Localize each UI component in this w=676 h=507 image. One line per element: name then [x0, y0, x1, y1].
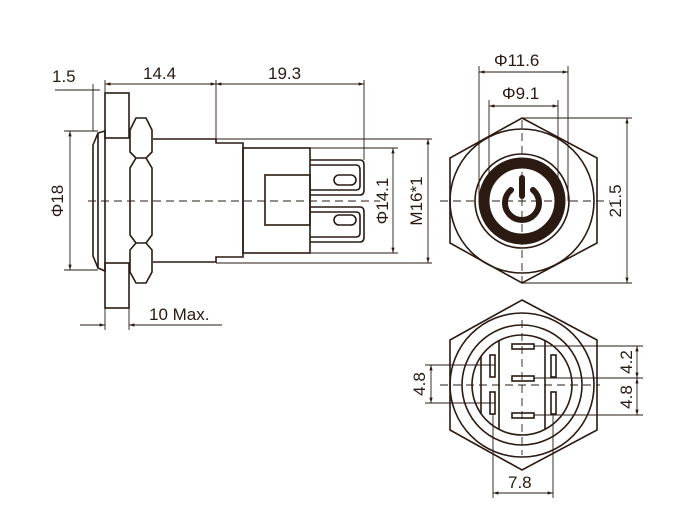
dim-hex: 21.5	[606, 184, 625, 217]
dim-bezel-dia: Φ18	[48, 185, 67, 217]
nut	[129, 117, 153, 284]
terminal-top-hole	[333, 174, 357, 186]
terminal-bottom-hole	[333, 214, 357, 226]
hex-nut-rear	[449, 299, 598, 471]
dim-top: 4.2	[617, 350, 636, 374]
dim-body: 14.4	[143, 64, 176, 83]
bezel	[92, 129, 106, 273]
dim-left: 4.8	[410, 372, 429, 396]
dim-rear-dia: Φ14.1	[373, 178, 392, 225]
terminal-top	[310, 159, 365, 196]
dim-ring-outer: Φ11.6	[494, 51, 539, 70]
rear-view: 4.2 4.8 4.8 7.8	[410, 299, 643, 498]
side-view: 1.5 14.4 19.3 Φ18 Φ14.1 M16*1 10 Max.	[48, 64, 432, 330]
rear-block	[264, 174, 311, 226]
dim-thread: M16*1	[407, 176, 426, 225]
dim-bottom: 4.8	[617, 385, 636, 409]
front-view: Φ11.6 Φ9.1 21.5	[440, 51, 632, 284]
dim-panel: 10 Max.	[149, 305, 209, 324]
panel-hatch-top	[104, 92, 130, 139]
body	[153, 138, 244, 263]
hex-nut-front	[449, 117, 598, 284]
dim-terminals: 19.3	[268, 64, 301, 83]
dim-width: 7.8	[508, 473, 532, 492]
terminal-bottom	[310, 206, 365, 243]
dim-flange: 1.5	[52, 67, 76, 86]
panel-hatch-bottom	[104, 262, 130, 309]
rear-housing	[242, 147, 311, 254]
dim-ring-inner: Φ9.1	[502, 84, 539, 103]
pins	[489, 343, 557, 419]
